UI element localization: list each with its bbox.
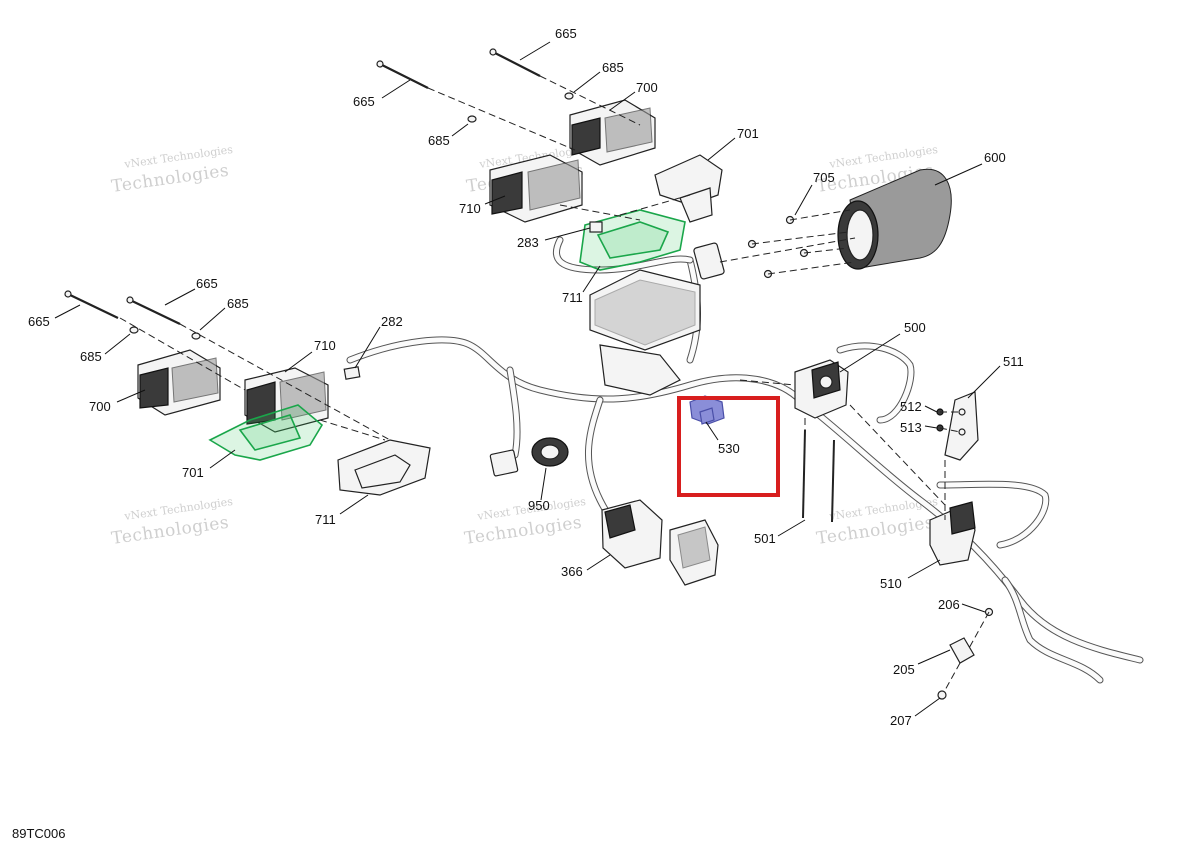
- wiring-harness: [346, 236, 1144, 684]
- part-530-connector: [689, 395, 725, 425]
- callout-665: 665: [353, 94, 375, 109]
- callout-685: 685: [602, 60, 624, 75]
- callout-705: 705: [813, 170, 835, 185]
- junction-box: [589, 242, 725, 396]
- part-366-module: [601, 499, 719, 586]
- callout-512: 512: [900, 399, 922, 414]
- callout-711: 711: [315, 512, 336, 527]
- callout-205: 205: [893, 662, 915, 677]
- callout-513: 513: [900, 420, 922, 435]
- assembly-lines: [119, 75, 990, 693]
- callout-366: 366: [561, 564, 583, 579]
- callout-700: 700: [636, 80, 658, 95]
- callout-206: 206: [938, 597, 960, 612]
- callout-950: 950: [528, 498, 550, 513]
- left-assembly: [137, 349, 431, 496]
- callout-685: 685: [80, 349, 102, 364]
- part-510-connector: [929, 501, 976, 566]
- callout-710: 710: [314, 338, 336, 353]
- callout-283: 283: [517, 235, 539, 250]
- callout-501: 501: [754, 531, 776, 546]
- top-assembly: [489, 99, 723, 271]
- callout-685: 685: [428, 133, 450, 148]
- callout-207: 207: [890, 713, 912, 728]
- part-600-module: [837, 168, 952, 270]
- callout-labels: 665 685 700 665 685 701 710 283 711 705 …: [28, 26, 1024, 728]
- callout-685: 685: [227, 296, 249, 311]
- leader-lines: [54, 41, 1001, 717]
- part-511-bracket: [936, 391, 979, 461]
- callout-282: 282: [381, 314, 403, 329]
- callout-701: 701: [737, 126, 759, 141]
- part-950-ignition: [489, 437, 569, 477]
- callout-665: 665: [555, 26, 577, 41]
- callout-665: 665: [196, 276, 218, 291]
- document-code: 89TC006: [12, 826, 66, 841]
- callout-511: 511: [1003, 354, 1024, 369]
- callout-665: 665: [28, 314, 50, 329]
- callout-530: 530: [718, 441, 740, 456]
- fasteners: [64, 48, 994, 700]
- callout-711: 711: [562, 290, 583, 305]
- highlight-box-530: [677, 396, 780, 497]
- callout-701: 701: [182, 465, 204, 480]
- part-500-switch: [794, 359, 849, 419]
- callout-600: 600: [984, 150, 1006, 165]
- callout-710: 710: [459, 201, 481, 216]
- callout-510: 510: [880, 576, 902, 591]
- callout-700: 700: [89, 399, 111, 414]
- callout-500: 500: [904, 320, 926, 335]
